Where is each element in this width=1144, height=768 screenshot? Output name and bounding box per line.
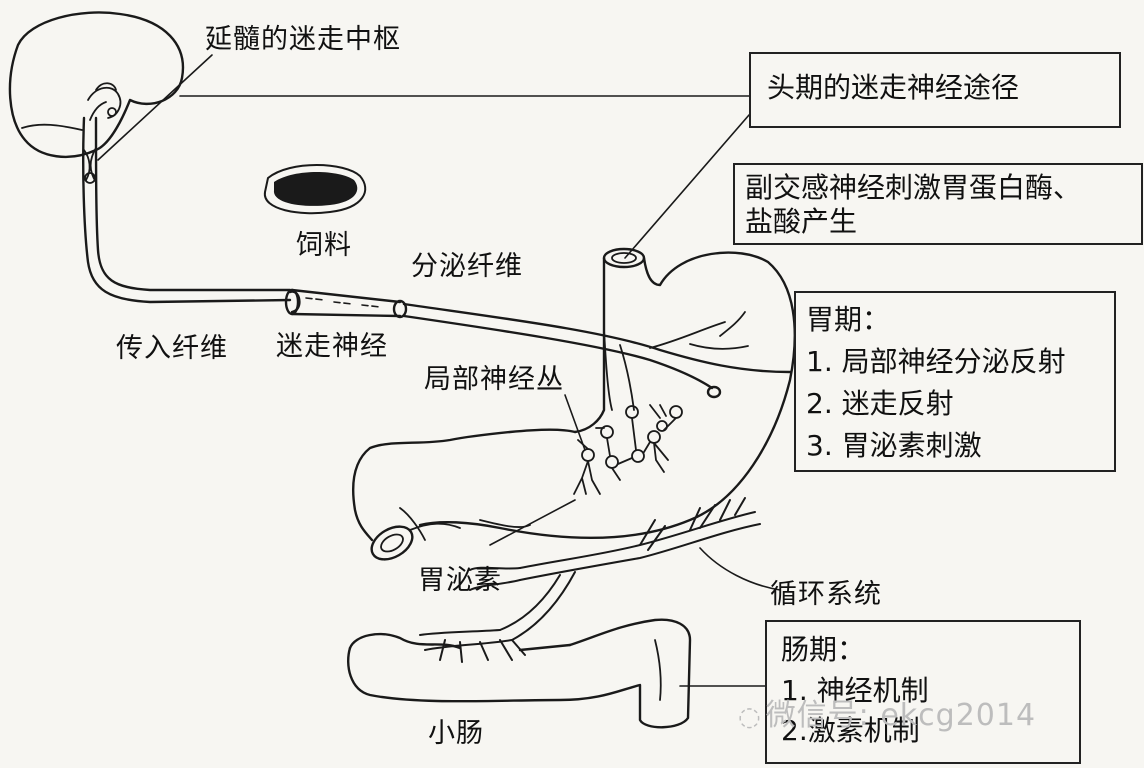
- vagus-nerve-label: 迷走神经: [276, 333, 388, 360]
- gastric-phase-item: 3. 胃泌素刺激: [806, 425, 1104, 467]
- parasympathetic-line-1: 副交感神经刺激胃蛋白酶、: [745, 171, 1131, 205]
- medulla-center-label: 延髓的迷走中枢: [205, 26, 401, 53]
- small-intestine-label: 小肠: [428, 720, 484, 747]
- gastrin-pointer: [490, 500, 575, 545]
- parasympathetic-box: 副交感神经刺激胃蛋白酶、 盐酸产生: [733, 163, 1143, 245]
- circulation-label: 循环系统: [770, 581, 882, 608]
- watermark: ◌微信号: ekcg2014: [738, 690, 1036, 734]
- plexus-pointer: [565, 395, 585, 450]
- feed-label: 饲料: [296, 232, 352, 259]
- medulla-pointer: [98, 55, 212, 160]
- afferent-fiber-label: 传入纤维: [116, 335, 228, 362]
- secretory-fiber-label: 分泌纤维: [411, 253, 523, 280]
- intestinal-phase-title: 肠期：: [781, 630, 1065, 671]
- watermark-text: 微信号: ekcg2014: [766, 698, 1036, 733]
- gastric-phase-item: 2. 迷走反射: [806, 383, 1104, 425]
- gastrin-label: 胃泌素: [418, 567, 502, 594]
- cephalic-phase-box: 头期的迷走神经途径: [749, 52, 1121, 128]
- local-plexus-drawing: [574, 405, 682, 494]
- local-plexus-label: 局部神经丛: [424, 366, 564, 393]
- circulation-pointer: [700, 548, 780, 590]
- cephalic-phase-title: 头期的迷走神经途径: [767, 68, 1103, 109]
- feed-drawing: [265, 165, 365, 213]
- gastric-phase-title: 胃期：: [806, 299, 1104, 341]
- parasympathetic-line-2: 盐酸产生: [745, 205, 1131, 239]
- esophagus-pointer: [625, 115, 749, 258]
- gastric-phase-box: 胃期： 1. 局部神经分泌反射 2. 迷走反射 3. 胃泌素刺激: [794, 291, 1116, 472]
- wechat-icon: ◌: [738, 702, 762, 732]
- gastric-phase-item: 1. 局部神经分泌反射: [806, 341, 1104, 383]
